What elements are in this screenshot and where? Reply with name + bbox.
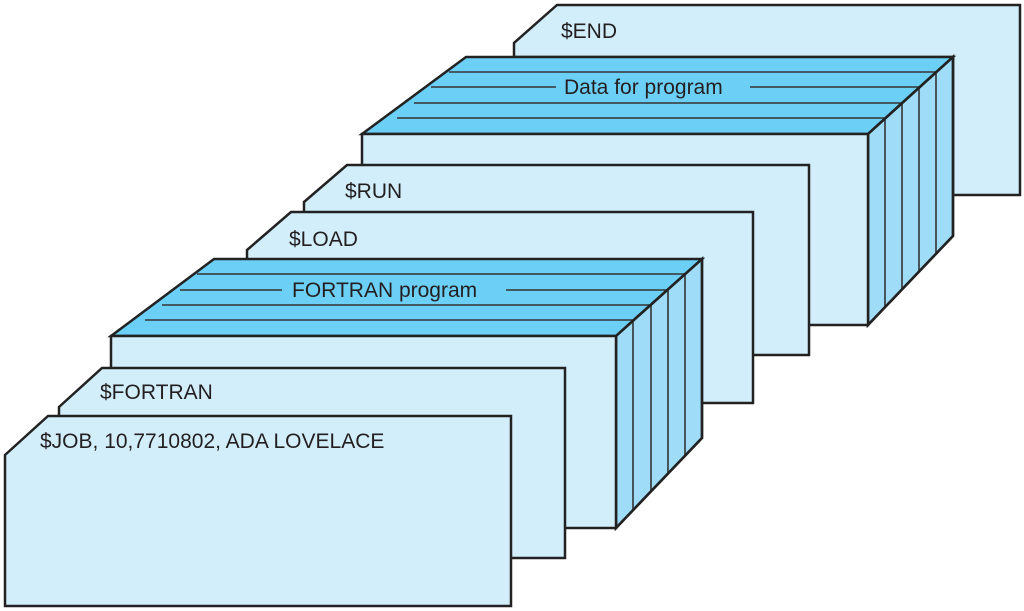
fortran-card-label: $FORTRAN bbox=[100, 381, 213, 404]
load-card-label: $LOAD bbox=[289, 228, 358, 251]
data-block-top-stripes bbox=[397, 71, 936, 119]
job-card-label: $JOB, 10,7710802, ADA LOVELACE bbox=[40, 430, 384, 453]
fortran-block-side-stripes bbox=[632, 274, 686, 510]
end-card-label: $END bbox=[561, 20, 617, 43]
data-block-side-stripes bbox=[884, 72, 937, 307]
job-card: $JOB, 10,7710802, ADA LOVELACE bbox=[3, 414, 513, 608]
fortran-block-label: FORTRAN program bbox=[292, 279, 477, 302]
data-block-label: Data for program bbox=[564, 76, 723, 99]
run-card-label: $RUN bbox=[345, 180, 402, 203]
